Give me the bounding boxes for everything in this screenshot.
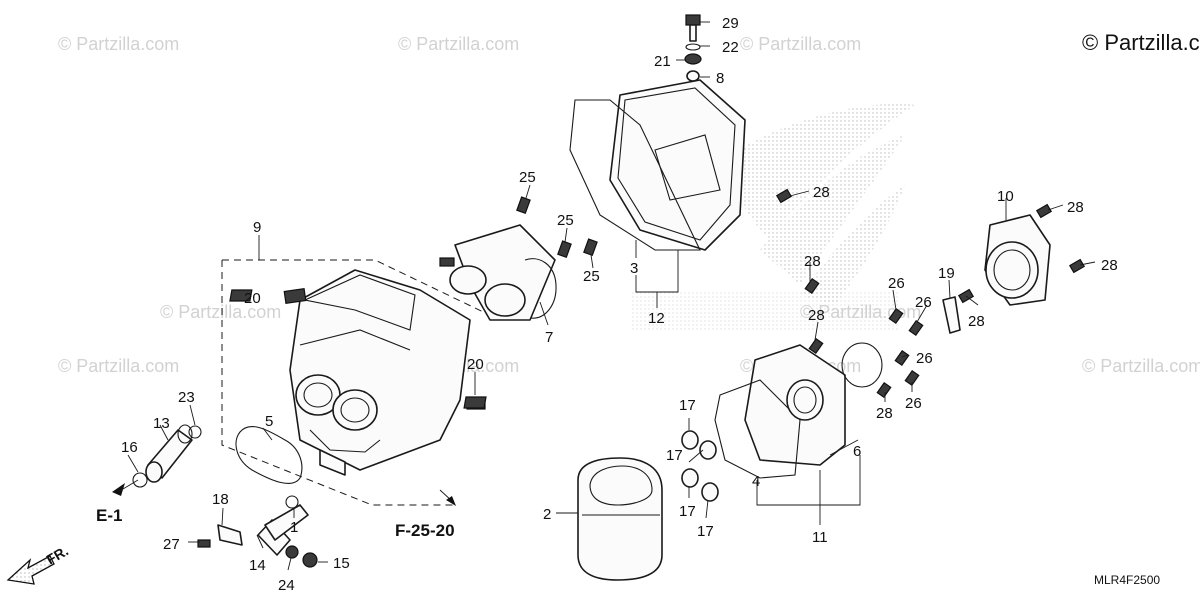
callout-19: 19 [938, 265, 955, 282]
drain-tube [132, 424, 202, 488]
watermark-text: © Partzilla.com [740, 34, 861, 54]
diagram-code: MLR4F2500 [1094, 573, 1160, 587]
callout-28: 28 [876, 405, 893, 422]
callout-23: 23 [178, 389, 195, 406]
watermark-text: © Partzilla.com [58, 356, 179, 376]
callout-11: 11 [812, 529, 828, 546]
arrow-to-e1 [112, 483, 125, 496]
callout-29: 29 [722, 15, 739, 32]
callout-labels: 29 22 21 8 25 25 25 7 3 12 28 28 28 28 2… [121, 15, 1118, 594]
lower-case [714, 342, 883, 479]
callout-7: 7 [545, 329, 553, 346]
callout-16: 16 [121, 439, 138, 456]
air-funnel [439, 224, 557, 321]
callout-28: 28 [968, 313, 985, 330]
rubber-pad [463, 396, 487, 409]
callout-17: 17 [697, 523, 714, 540]
ref-f-25-20: F-25-20 [395, 521, 455, 540]
air-cleaner-element [577, 457, 663, 581]
air-cleaner-case [221, 235, 501, 506]
callout-21: 21 [654, 53, 671, 70]
callout-26: 26 [915, 294, 932, 311]
callout-6: 6 [853, 443, 861, 460]
callout-15: 15 [333, 555, 350, 572]
callout-4: 4 [752, 473, 760, 490]
callout-14: 14 [249, 557, 266, 574]
gasket [235, 426, 303, 484]
callout-17: 17 [666, 447, 683, 464]
watermark-text: © Partzilla.com [58, 34, 179, 54]
callout-25: 25 [583, 268, 600, 285]
callout-24: 24 [278, 577, 295, 594]
callout-20: 20 [467, 356, 484, 373]
callout-2: 2 [543, 506, 551, 523]
callout-27: 27 [163, 536, 180, 553]
bolt-stack [684, 14, 702, 82]
callout-18: 18 [212, 491, 229, 508]
upper-cover [569, 79, 746, 251]
callout-17: 17 [679, 397, 696, 414]
rubber-pad [229, 289, 253, 302]
callout-22: 22 [722, 39, 739, 56]
front-direction-arrow: FR. [6, 542, 71, 585]
wing-logo-graphic [630, 103, 915, 330]
callout-26: 26 [905, 395, 922, 412]
breather-tube [197, 495, 318, 568]
callout-28: 28 [804, 253, 821, 270]
callout-26: 26 [888, 275, 905, 292]
callout-28: 28 [1101, 257, 1118, 274]
callout-1: 1 [290, 519, 298, 536]
leader-lines [127, 21, 1096, 571]
bracket [942, 296, 961, 334]
callout-5: 5 [265, 413, 273, 430]
watermark-text: © Partzilla.com [1082, 356, 1200, 376]
watermark-text: © Partzilla.com [160, 302, 281, 322]
callout-28: 28 [808, 307, 825, 324]
callout-9: 9 [253, 219, 261, 236]
callout-28: 28 [813, 184, 830, 201]
callout-20: 20 [244, 290, 261, 307]
callout-13: 13 [153, 415, 170, 432]
arrow-to-f-25-20 [446, 496, 456, 506]
callout-3: 3 [630, 260, 638, 277]
callout-25: 25 [557, 212, 574, 229]
callout-12: 12 [648, 310, 665, 327]
collar-group [681, 430, 719, 502]
callout-26: 26 [916, 350, 933, 367]
callout-25: 25 [519, 169, 536, 186]
callout-28: 28 [1067, 199, 1084, 216]
callout-10: 10 [997, 188, 1014, 205]
watermark-text: © Partzilla.com [398, 34, 519, 54]
callout-17: 17 [679, 503, 696, 520]
ref-e1: E-1 [96, 506, 122, 525]
resonator [984, 214, 1051, 306]
callout-8: 8 [716, 70, 724, 87]
copyright-text: © Partzilla.com [1082, 30, 1200, 55]
screw-group [516, 196, 598, 259]
